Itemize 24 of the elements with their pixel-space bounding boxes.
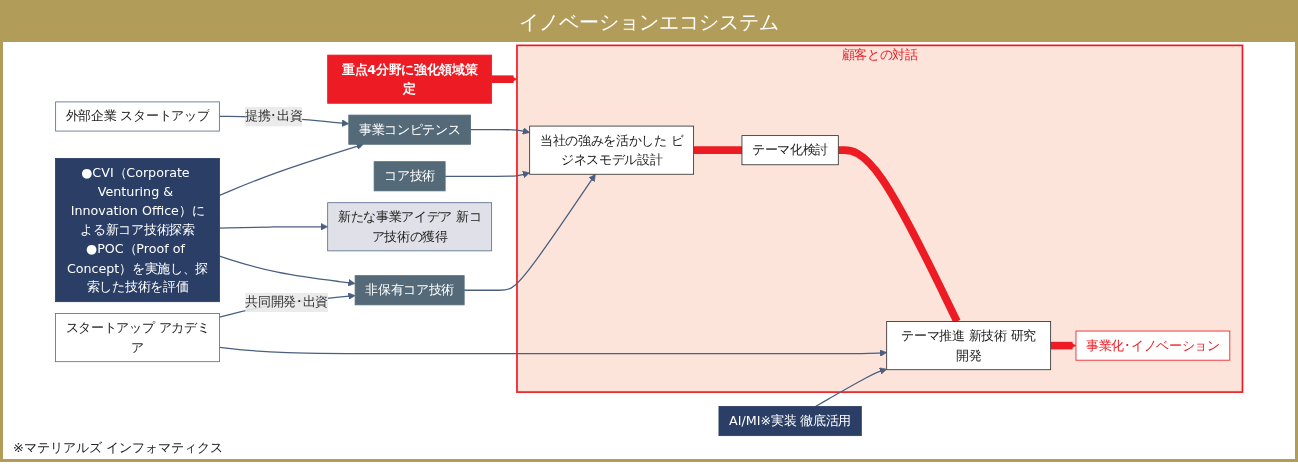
node-box: 重点4分野に強化領域策定 bbox=[327, 54, 493, 104]
node-box: スタートアップ アカデミア bbox=[55, 313, 220, 363]
node-box: AI/MI※実装 徹底活用 bbox=[718, 406, 862, 437]
node-box: 外部企業 スタートアップ bbox=[55, 101, 220, 132]
arrow bbox=[218, 255, 356, 287]
arrow bbox=[218, 346, 887, 357]
node-box: テーマ化検討 bbox=[741, 135, 839, 166]
arrow bbox=[469, 127, 530, 135]
node-box: 当社の強みを活かした ビジネスモデル設計 bbox=[529, 125, 695, 175]
arrow bbox=[218, 223, 328, 231]
node-box: コア技術 bbox=[373, 161, 446, 192]
node-box: 事業コンピテンス bbox=[348, 114, 471, 145]
node-box: ●CVI（Corporate Venturing & Innovation Office）による新コア技術探索 ●POC（Proof of Concept）を実施し、探索した技術を評価 bbox=[55, 158, 220, 303]
footnote: ※マテリアルズ インフォマティクス bbox=[13, 439, 225, 457]
node-box: 事業化･イノベーション bbox=[1075, 330, 1231, 361]
node-box: テーマ推進 新技術 研究開発 bbox=[886, 321, 1052, 371]
edge-label: 提携･出資 bbox=[244, 108, 303, 124]
arrow bbox=[463, 173, 596, 291]
arrow bbox=[814, 367, 887, 408]
edge-label: 共同開発･出資 bbox=[245, 294, 329, 310]
node-box: 新たな事業アイデア 新コア技術の獲得 bbox=[327, 202, 493, 252]
arrow bbox=[444, 171, 530, 179]
node-box: 非保有コア技術 bbox=[354, 275, 465, 306]
title-banner: イノベーションエコシステム bbox=[3, 3, 1295, 42]
